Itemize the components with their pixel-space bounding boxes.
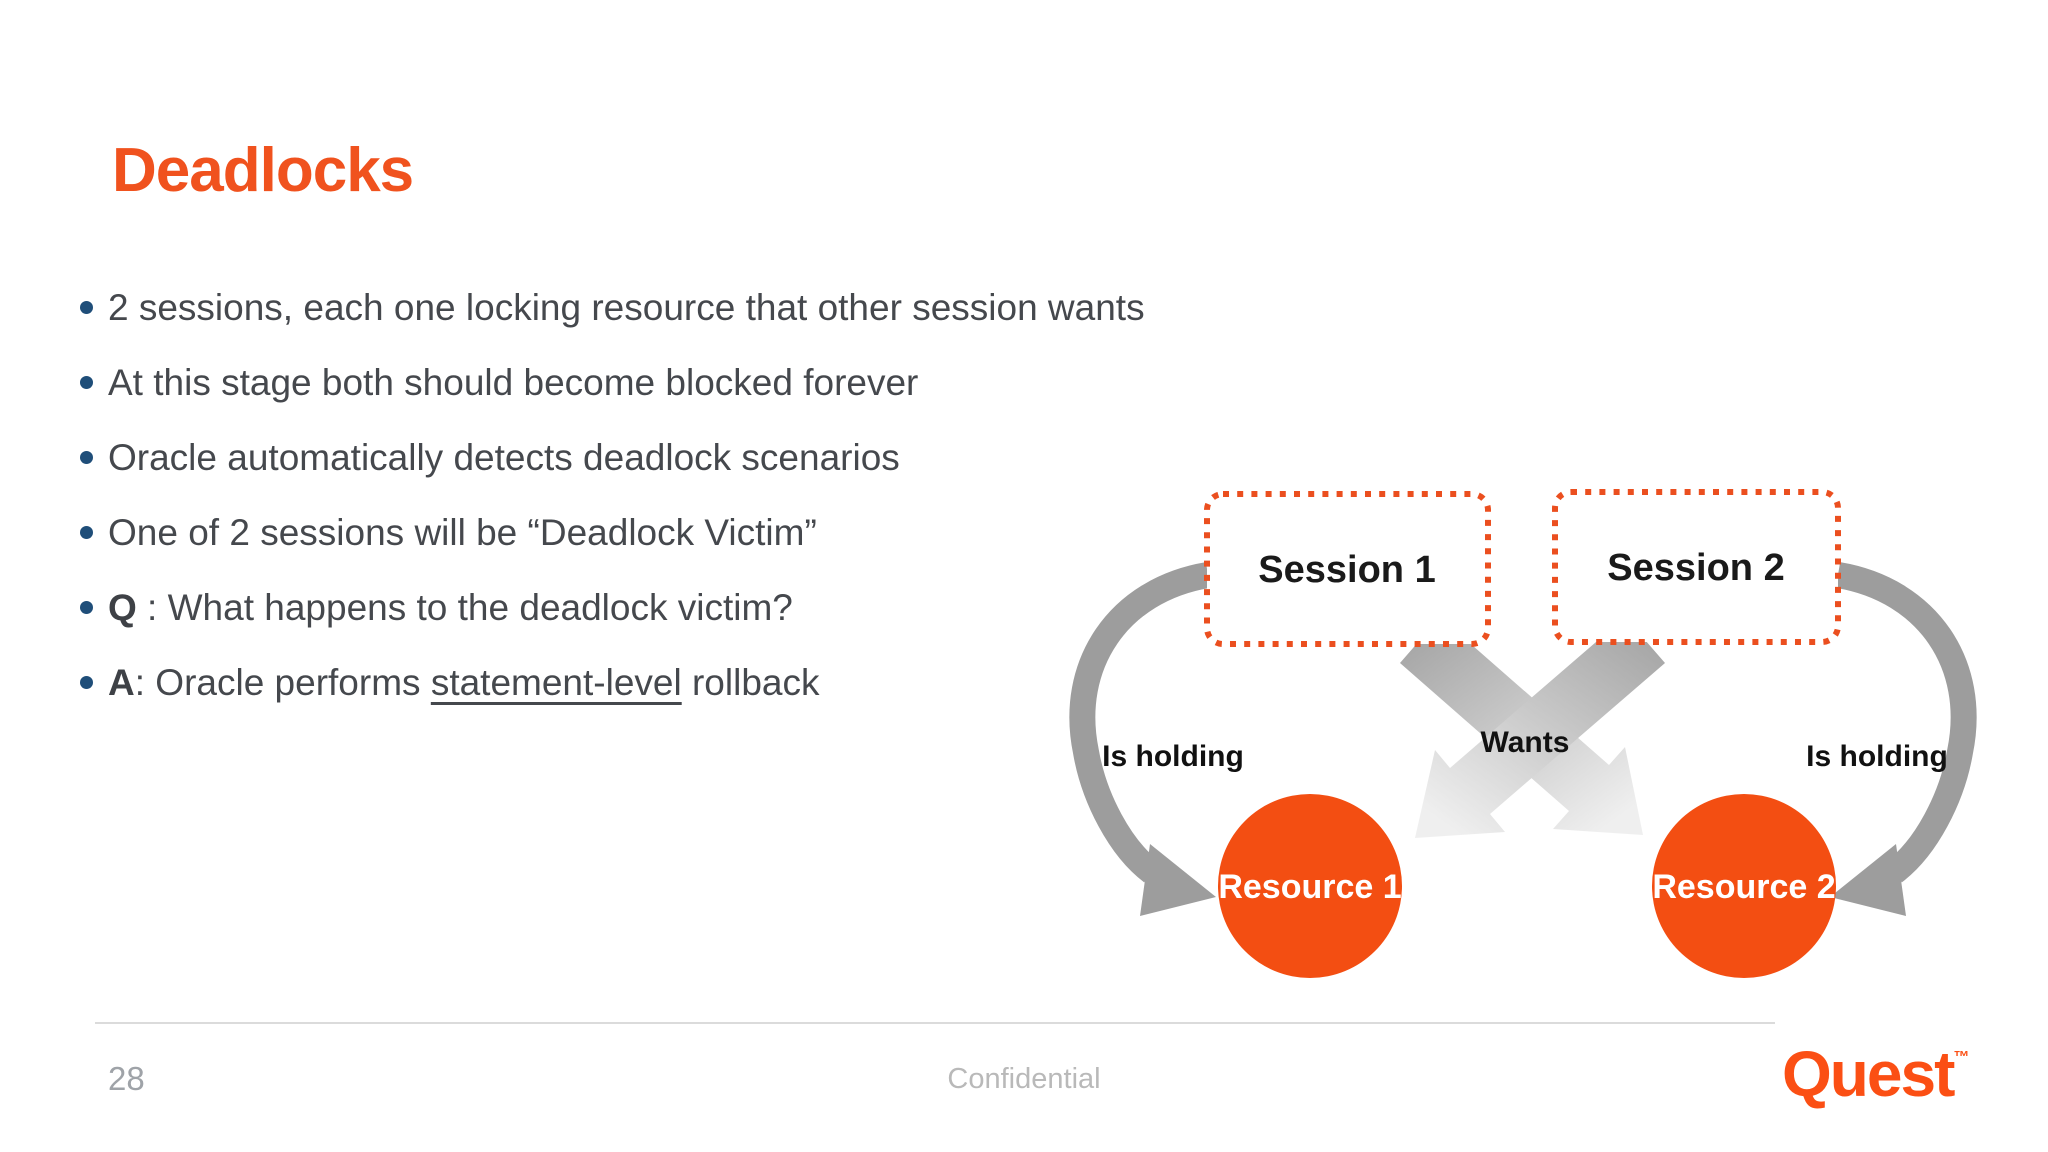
quest-logo-text: Quest (1782, 1038, 1955, 1110)
footer-divider (95, 1022, 1775, 1024)
bullet-dot (80, 376, 93, 389)
bullet-dot (80, 301, 93, 314)
bullet-text: Q : What happens to the deadlock victim? (108, 587, 793, 629)
bullet-text: One of 2 sessions will be “Deadlock Vict… (108, 511, 817, 553)
bullet-item: 2 sessions, each one locking resource th… (80, 270, 1180, 345)
resource2-circle (1652, 794, 1836, 978)
bullet-text: A: Oracle performs statement-level rollb… (108, 662, 819, 704)
bullet-dot (80, 451, 93, 464)
session1-box (1204, 491, 1491, 647)
bullet-item: A: Oracle performs statement-level rollb… (80, 645, 1180, 720)
session1-label: Session 1 (1258, 549, 1435, 591)
a-text-underlined: statement-level (430, 661, 682, 703)
holding-label-left: Is holding (1102, 740, 1244, 773)
page-number: 28 (108, 1060, 145, 1097)
q-separator: : (136, 586, 168, 628)
trademark-symbol: ™ (1953, 1049, 1970, 1066)
slide-title: Deadlocks (112, 135, 414, 205)
quest-logo: Quest™ (1782, 1042, 1969, 1106)
confidential-label: Confidential (947, 1063, 1101, 1095)
holding-label-right: Is holding (1806, 740, 1948, 773)
q-text: What happens to the deadlock victim? (167, 586, 793, 628)
session2-label: Session 2 (1607, 547, 1784, 589)
bullet-item: At this stage both should become blocked… (80, 345, 1180, 420)
bullet-text: 2 sessions, each one locking resource th… (108, 286, 1145, 328)
holding-arrow-session1-to-resource1 (1069, 562, 1211, 883)
wants-arrow-session2-to-resource1 (1415, 617, 1665, 838)
bullet-text: At this stage both should become blocked… (108, 361, 919, 403)
bullet-dot (80, 601, 93, 614)
a-prefix: A (108, 661, 135, 703)
a-separator: : (134, 661, 156, 703)
a-text-pre: Oracle performs (155, 661, 431, 703)
resource2-label: Resource 2 (1652, 868, 1835, 906)
holding-arrowhead-right (1830, 844, 1906, 916)
bullet-item: Oracle automatically detects deadlock sc… (80, 420, 1180, 495)
bullet-text: Oracle automatically detects deadlock sc… (108, 436, 900, 478)
resource1-label: Resource 1 (1218, 868, 1401, 906)
bullet-item: One of 2 sessions will be “Deadlock Vict… (80, 495, 1180, 570)
bullet-dot (80, 676, 93, 689)
holding-arrowhead-left (1140, 844, 1216, 916)
q-prefix: Q (108, 586, 137, 628)
bullet-list: 2 sessions, each one locking resource th… (80, 270, 1180, 720)
a-text-post: rollback (681, 661, 820, 703)
wants-label: Wants (1481, 726, 1570, 759)
session2-box (1552, 489, 1841, 645)
holding-arrow-session2-to-resource2 (1835, 562, 1977, 883)
deadlock-diagram: Session 1 Session 2 Resource 1 Resource … (1069, 489, 1977, 978)
resource1-circle (1218, 794, 1402, 978)
bullet-dot (80, 526, 93, 539)
bullet-item: Q : What happens to the deadlock victim? (80, 570, 1180, 645)
